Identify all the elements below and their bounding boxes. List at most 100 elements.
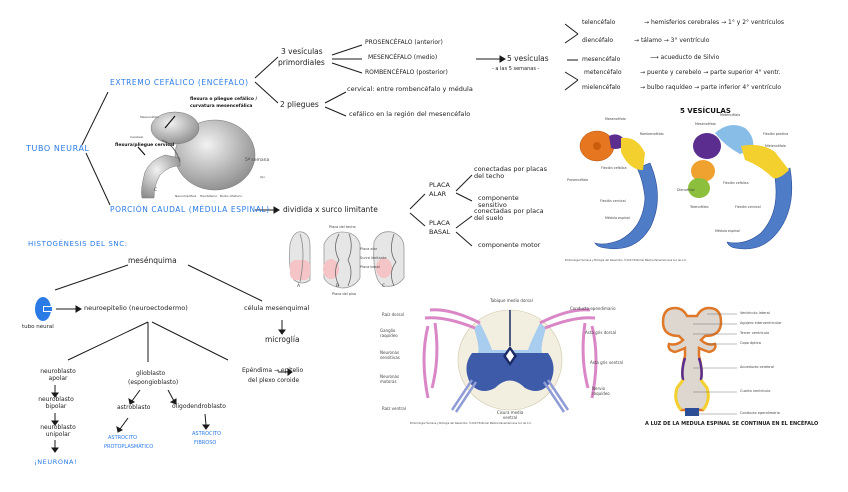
label-neurohypophysis: Neurohipófisis bbox=[175, 194, 197, 198]
neuroblast-apolar: neuroblasto apolar bbox=[40, 368, 76, 382]
prosencephalon: PROSENCÉFALO (anterior) bbox=[365, 39, 443, 46]
basal-plate-1: PLACA bbox=[429, 219, 451, 227]
neuroblast-bipolar: neuroblasto bipolar bbox=[38, 396, 74, 410]
mesencephalon: MESENCÉFALO (medio) bbox=[368, 54, 438, 61]
embryo-figure: flexura o pliegue cefálico / curvatura m… bbox=[115, 97, 280, 200]
neuroepithelium: neuroepitelio (neuroectodermo) bbox=[84, 304, 188, 312]
mesenchyme: mesénquima bbox=[128, 256, 177, 265]
panel-letter: C bbox=[154, 188, 158, 193]
label-ventral-horn: Asta gris ventral bbox=[590, 360, 623, 365]
label-fourth-ventricle: Cuarto ventrículo bbox=[740, 389, 771, 393]
astrocyte-proto-1: ASTROCITO bbox=[108, 435, 138, 441]
five-vesicles-figure: 5 VESÍCULAS Mesencéfalo Rombencéfalo Fle… bbox=[565, 107, 845, 268]
fold-cephalic: cefálico en la región del mesencéfalo bbox=[349, 110, 471, 118]
primordial-label-2: primordiales bbox=[278, 58, 325, 67]
embryo-illustration bbox=[137, 111, 256, 199]
five-vesicles-result: 5 vesículas bbox=[507, 54, 549, 63]
caudal-heading: PORCIÓN CAUDAL (MÉDULA ESPINAL) bbox=[110, 205, 270, 214]
panel-c: C bbox=[382, 284, 386, 289]
derivative-text: hemisferios cerebrales bbox=[650, 19, 720, 26]
tube-label: tubo neural bbox=[22, 324, 54, 330]
vesicle-telencephalon: telencéfalo bbox=[582, 19, 616, 26]
label-spinal-nerve: Nervio raquídeo bbox=[592, 386, 610, 396]
label-cerebellum: Cerebelo bbox=[130, 135, 144, 139]
rhombencephalon: ROMBENCÉFALO (posterior) bbox=[365, 69, 448, 76]
label-eye: Ojo bbox=[260, 175, 266, 179]
lbl-myelencephalon: Mielencéfalo bbox=[765, 144, 786, 148]
lumen bbox=[43, 306, 53, 312]
vesicle-diencephalon: diencéfalo bbox=[582, 37, 614, 44]
lbl-diencephalon: Diencéfalo bbox=[677, 188, 695, 192]
lbl-rhombencephalon: Rombencéfalo bbox=[640, 132, 664, 136]
division-label: dividida x surco limitante bbox=[283, 205, 378, 214]
alar-plate-1: PLACA bbox=[429, 181, 451, 189]
glioblast-1: glioblasto bbox=[136, 370, 166, 377]
astroblast: astroblasto bbox=[117, 404, 151, 411]
lbl-mesencephalon-r: Mesencéfalo bbox=[695, 122, 716, 126]
panel-b: B bbox=[336, 284, 340, 289]
cavity-text: parte inferior 4° ventrículo bbox=[701, 84, 782, 91]
label-sensory-neurons: Neuronas sensitivas bbox=[380, 350, 400, 360]
cavity-text: 1° y 2° ventrículos bbox=[728, 19, 785, 26]
histogenesis-title: HISTOGÉNESIS DEL SNC: bbox=[28, 240, 128, 248]
label-ependymal-canal: Conducto ependimario bbox=[740, 411, 780, 415]
folds-label: 2 pliegues bbox=[280, 100, 319, 109]
vesicles-title: 5 VESÍCULAS bbox=[680, 107, 731, 115]
annotation-cervical-flexure: flexura/pliegue cervical bbox=[115, 143, 175, 148]
cavity-text: parte superior 4° ventr. bbox=[710, 69, 781, 76]
plate-figure: Placa del techo Placa alar Surco limitan… bbox=[284, 222, 409, 300]
alar-connected: conectadas por placas del techo bbox=[474, 165, 548, 181]
label-lateral-ventricle: Ventrículo lateral bbox=[740, 311, 770, 315]
astrocyte-fibro-2: FIBROSO bbox=[194, 440, 217, 446]
cephalic-heading: EXTREMO CEFÁLICO (ENCÉFALO) bbox=[110, 78, 249, 87]
lbl-spinal-cord: Médula espinal bbox=[605, 216, 630, 220]
derivative-text: tálamo bbox=[640, 37, 662, 44]
label-floor-plate: Placa del piso bbox=[332, 292, 357, 296]
label-sulcus-limitans: Surco limitante bbox=[360, 256, 387, 260]
label-roof-plate: Placa del techo bbox=[329, 225, 356, 229]
neural-tube-icon bbox=[35, 297, 53, 321]
label-spinal-ganglion: Ganglio raquídeo bbox=[380, 328, 398, 338]
plate-illustration bbox=[289, 231, 405, 289]
lbl-prosencephalon: Prosencéfalo bbox=[567, 178, 589, 182]
primordial-label-1: 3 vesículas bbox=[281, 47, 323, 56]
derivative-hemispheres: → hemisferios cerebrales → 1° y 2° ventr… bbox=[644, 19, 785, 26]
basal-connected: conectadas por placa del suelo bbox=[474, 207, 544, 223]
label-interventricular-foramen: Agujero interventricular bbox=[740, 321, 782, 325]
alar-plate-2: ALAR bbox=[429, 190, 447, 198]
basal-plate-2: BASAL bbox=[429, 228, 451, 236]
lbl-pontine-flexure: Flexión pontina bbox=[763, 132, 789, 136]
ventricles-illustration bbox=[661, 306, 737, 416]
lbl-spinal-cord-r: Médula espinal bbox=[715, 229, 740, 233]
label-dorsal-septum: Tabique medio dorsal bbox=[490, 298, 533, 303]
label-mesencephalon: Mesencéfalo bbox=[140, 115, 159, 119]
neuroblast-unipolar: neuroblasto unipolar bbox=[40, 424, 76, 438]
derivative-pons: → puente y cerebelo → parte superior 4° … bbox=[640, 69, 781, 76]
derivative-thalamus: → tálamo → 3° ventrículo bbox=[634, 37, 710, 44]
label-dorsal-horn: Asta gris dorsal bbox=[585, 330, 617, 335]
ependyma-2: del plexo coroide bbox=[248, 377, 300, 384]
astrocyte-fibro-1: ASTROCITO bbox=[192, 431, 222, 437]
label-ventral-fissure: Cisura media ventral bbox=[496, 410, 524, 420]
spinal-cord-figure: Tabique medio dorsal Raíz dorsal Ganglio… bbox=[380, 298, 640, 428]
oligodendroblast: oligodendroblasto bbox=[172, 403, 226, 410]
vesicle-mesencephalon: mesencéfalo bbox=[582, 56, 621, 63]
lbl-mesencephalon: Mesencéfalo bbox=[605, 117, 626, 121]
lbl-cephalic-flexure-r: Flexión cefálica bbox=[723, 181, 749, 185]
cavity-text: 3° ventrículo bbox=[670, 37, 710, 44]
microglia: microglía bbox=[265, 335, 300, 344]
panel-a: A bbox=[297, 284, 301, 289]
five-vesicles-note: - a las 5 semanas - bbox=[492, 66, 540, 72]
vesicle-metencephalon: metencéfalo bbox=[584, 69, 622, 76]
ventricles-figure: Ventrículo lateral Agujero interventricu… bbox=[645, 300, 818, 430]
label-alar-plate: Placa alar bbox=[360, 247, 378, 251]
derivative-medulla: → bulbo raquídeo → parte inferior 4° ven… bbox=[640, 84, 782, 91]
vesicles-credit: Embriología Humana y Biología del Desarr… bbox=[565, 259, 687, 262]
label-motor-neurons: Neuronas motoras bbox=[380, 374, 400, 384]
basal-motor: componente motor bbox=[478, 241, 541, 249]
label-hypothalamus: Hipotálamo bbox=[200, 194, 218, 198]
lbl-cervical-flexure: Flexión cervical bbox=[600, 199, 626, 203]
annotation-cephalic-flexure-1: flexura o pliegue cefálico / bbox=[190, 97, 258, 102]
lbl-telencephalon: Telencéfalo bbox=[690, 205, 709, 209]
